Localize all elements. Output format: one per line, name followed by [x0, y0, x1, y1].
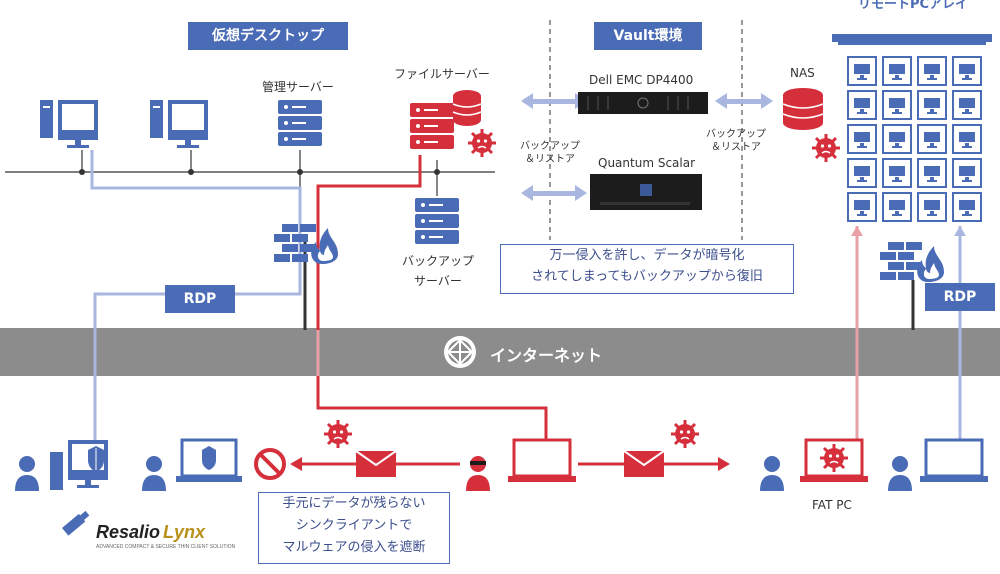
usb-stick-icon	[62, 510, 90, 536]
internet-band	[0, 328, 1000, 376]
fat-pc-label: FAT PC	[812, 498, 852, 512]
thin-client-note: 手元にデータが残らない シンクライアントで マルウェアの侵入を遮断	[258, 492, 450, 564]
rdp-badge-left: RDP	[165, 285, 235, 313]
client-note-line3: マルウェアの侵入を遮断	[282, 540, 426, 555]
firewall-icon	[274, 224, 338, 264]
laptop-icon	[508, 438, 576, 482]
dell-appliance-icon	[578, 92, 708, 114]
email-icon	[355, 450, 397, 478]
laptop-icon	[176, 438, 242, 482]
desktop-pc-icon	[150, 100, 208, 148]
malware-icon	[810, 132, 842, 164]
attacker-icon	[466, 456, 490, 491]
thin-client-icon	[50, 440, 108, 490]
backup-restore-line1: バックアップ	[520, 141, 580, 152]
section-virtual-desktop: 仮想デスクトップ	[188, 22, 348, 50]
file-server-icon	[410, 103, 454, 149]
nas-icon	[782, 88, 824, 130]
quantum-label: Quantum Scalar	[598, 156, 696, 170]
laptop-icon	[920, 438, 988, 482]
quantum-tape-library-icon	[590, 174, 702, 210]
vault-note-line2: されてしまってもバックアップから復旧	[531, 269, 763, 284]
backup-restore-label-left: バックアップ ＆リストア	[518, 140, 582, 166]
dell-label: Dell EMC DP4400	[589, 73, 694, 87]
blocked-icon	[254, 448, 286, 480]
remote-pc-array	[832, 34, 992, 222]
section-vault: Vault環境	[594, 22, 702, 50]
fat-pc-laptop-icon	[800, 438, 868, 482]
user-icon	[888, 456, 912, 491]
logo-product: Lynx	[163, 522, 206, 542]
client-note-line1: 手元にデータが残らない	[282, 496, 426, 511]
file-server-label: ファイルサーバー	[394, 67, 490, 81]
firewall-icon	[880, 242, 944, 282]
malware-icon	[466, 127, 498, 159]
backup-restore-line1: バックアップ	[706, 129, 766, 140]
backup-server-icon	[415, 198, 459, 244]
globe-icon	[444, 336, 476, 368]
desktop-pc-icon	[40, 100, 98, 148]
backup-restore-line2: ＆リストア	[525, 154, 575, 165]
malware-icon	[669, 418, 701, 450]
client-note-line2: シンクライアントで	[295, 518, 413, 533]
nas-label: NAS	[790, 66, 815, 80]
logo-brand: Resalio	[96, 522, 161, 542]
user-icon	[15, 456, 39, 491]
malware-icon	[322, 418, 354, 450]
backup-server-label-line1: バックアップ	[402, 254, 475, 268]
user-icon	[760, 456, 784, 491]
management-server-label: 管理サーバー	[262, 80, 334, 94]
backup-restore-line2: ＆リストア	[711, 142, 761, 153]
email-icon	[623, 450, 665, 478]
user-icon	[142, 456, 166, 491]
database-icon	[452, 90, 482, 126]
rdp-badge-right: RDP	[925, 283, 995, 311]
management-server-icon	[278, 100, 322, 146]
vault-note: 万一侵入を許し、データが暗号化 されてしまってもバックアップから復旧	[500, 244, 794, 294]
logo-tagline: ADVANCED COMPACT & SECURE THIN CLIENT SO…	[96, 544, 236, 550]
internet-label: インターネット	[490, 346, 603, 365]
vault-note-line1: 万一侵入を許し、データが暗号化	[549, 248, 745, 263]
backup-restore-label-right: バックアップ ＆リストア	[704, 128, 768, 154]
backup-server-label-line2: サーバー	[414, 274, 462, 288]
section-remote-pc-array: リモートPCアレイ	[838, 0, 988, 15]
